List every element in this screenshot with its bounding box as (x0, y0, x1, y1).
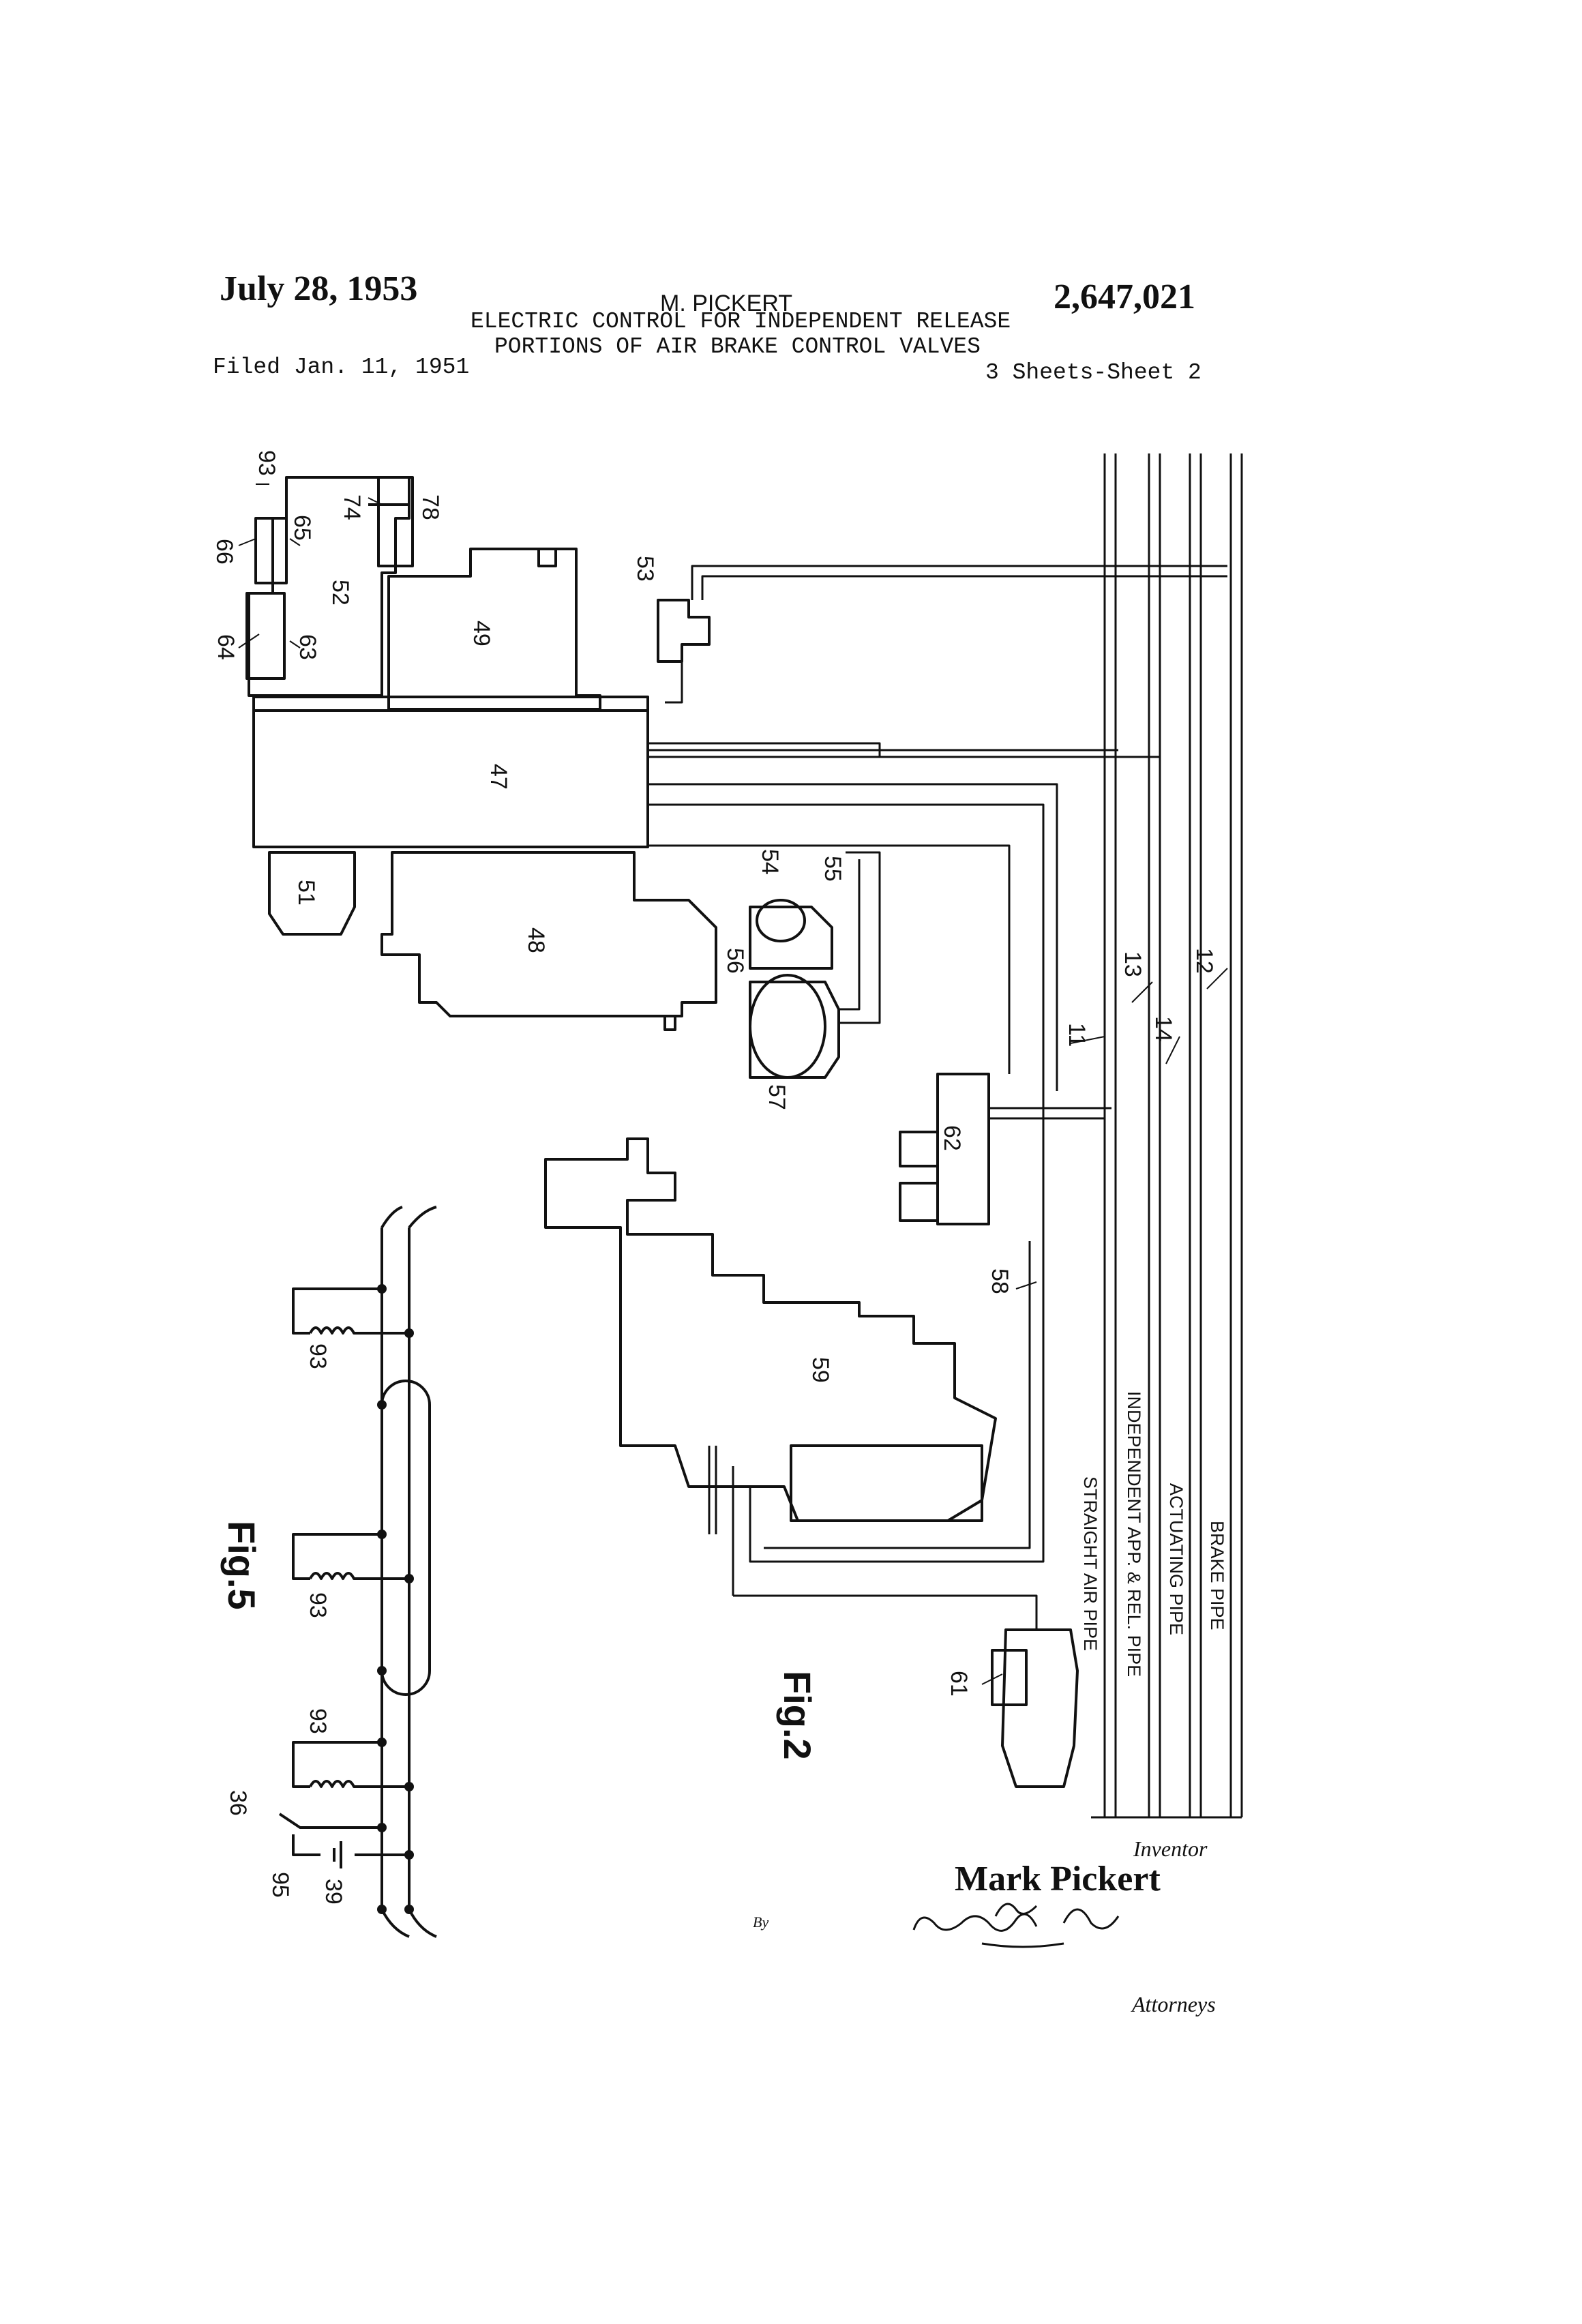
independent-pipe-label: INDEPENDENT APP. & REL. PIPE (1124, 1391, 1144, 1677)
reservoir-61 (992, 1630, 1077, 1787)
label-51: 51 (293, 880, 319, 906)
label-47: 47 (486, 764, 511, 790)
label-78: 78 (417, 494, 443, 520)
label-64: 64 (213, 634, 239, 660)
label-61: 61 (946, 1671, 972, 1697)
label-11: 11 (1064, 1023, 1090, 1047)
label-54: 54 (757, 849, 783, 875)
label-65: 65 (289, 515, 315, 541)
label-55: 55 (820, 856, 846, 882)
label-52: 52 (327, 580, 353, 606)
figure-2-label: Fig.2 (776, 1671, 819, 1760)
label-14: 14 (1150, 1016, 1176, 1042)
label-93-upper: 93 (305, 1343, 331, 1369)
inventor-signature-name: Mark Pickert (955, 1862, 1161, 1897)
label-13: 13 (1120, 951, 1146, 977)
inventor-label: Inventor (1133, 1838, 1207, 1860)
label-39: 39 (320, 1879, 346, 1905)
label-93-middle: 93 (305, 1592, 331, 1618)
label-56: 56 (722, 948, 748, 974)
label-66: 66 (211, 539, 237, 565)
label-57: 57 (764, 1084, 790, 1110)
label-93-top: 93 (254, 450, 280, 476)
label-12: 12 (1191, 948, 1217, 974)
label-36: 36 (225, 1790, 251, 1816)
label-93-lower: 93 (305, 1708, 331, 1734)
valve-53 (658, 600, 709, 661)
label-63: 63 (295, 634, 320, 660)
figure-5-label: Fig.5 (220, 1521, 263, 1610)
actuating-pipe-label: ACTUATING PIPE (1166, 1483, 1186, 1635)
label-49: 49 (468, 621, 494, 646)
valve-body-59 (546, 1139, 996, 1521)
label-48: 48 (523, 927, 549, 953)
label-62: 62 (939, 1125, 965, 1151)
valve-portion-66 (256, 518, 286, 583)
attorneys-label: Attorneys (1132, 1993, 1216, 2015)
attorney-signature (914, 1904, 1118, 1947)
circuit-fig5 (280, 1207, 436, 1937)
brake-pipe-label: BRAKE PIPE (1207, 1521, 1227, 1630)
straight-air-pipe-label: STRAIGHT AIR PIPE (1080, 1476, 1101, 1651)
valve-portion-64 (247, 593, 284, 679)
label-53: 53 (632, 556, 658, 582)
reservoir-57 (750, 900, 839, 1077)
by-label: By (753, 1915, 768, 1930)
label-59: 59 (807, 1357, 833, 1383)
label-74: 74 (339, 494, 365, 520)
label-95: 95 (267, 1872, 293, 1898)
valve-portion-47 (254, 697, 648, 847)
label-58: 58 (987, 1268, 1013, 1294)
